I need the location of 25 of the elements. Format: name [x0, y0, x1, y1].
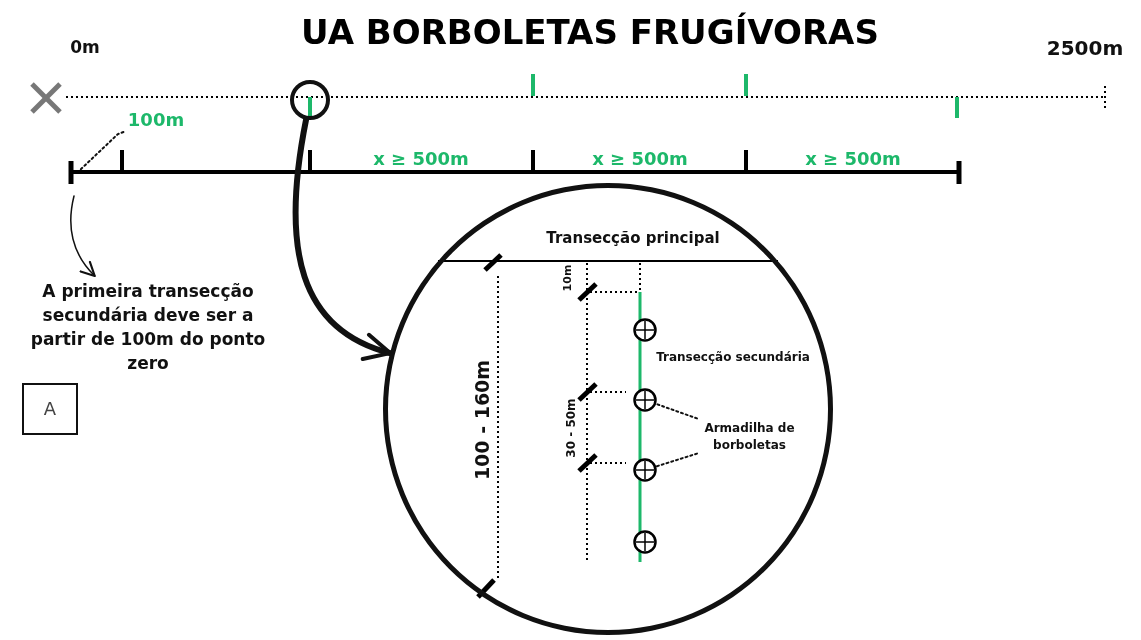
trap-icon	[633, 458, 657, 482]
dimension-label: 10m	[560, 264, 574, 292]
dimension-label: 100 - 160m	[471, 359, 493, 481]
panel-letter: A	[22, 383, 78, 435]
label-text: x ≥ 500m	[373, 147, 469, 169]
label-text: 2500m	[1046, 36, 1124, 60]
distance-label: 100m	[118, 108, 194, 132]
leader-line	[79, 131, 125, 171]
label-text: Transecção secundária	[656, 350, 810, 364]
arrow	[70, 195, 96, 278]
note-text: A primeira transecção secundária deve ser a partir de 100m do ponto zero	[18, 276, 278, 380]
trap-icon	[633, 388, 657, 412]
highlight-circle	[290, 80, 330, 120]
callout-text: Armadilha de borboletas	[697, 417, 802, 457]
leader-line	[655, 452, 698, 468]
label-text: Transecção principal	[546, 229, 720, 247]
zoom-circle	[383, 183, 833, 635]
label-text: x ≥ 500m	[592, 147, 688, 169]
trap-icon	[633, 318, 657, 342]
leader-line	[655, 403, 698, 420]
diagram-title: UA BORBOLETAS FRUGÍVORAS	[301, 12, 879, 52]
label-text: 0m	[70, 37, 100, 57]
dimension-label: 30 - 50m	[564, 398, 578, 458]
trap-icon	[633, 530, 657, 554]
label-text: x ≥ 500m	[805, 147, 901, 169]
